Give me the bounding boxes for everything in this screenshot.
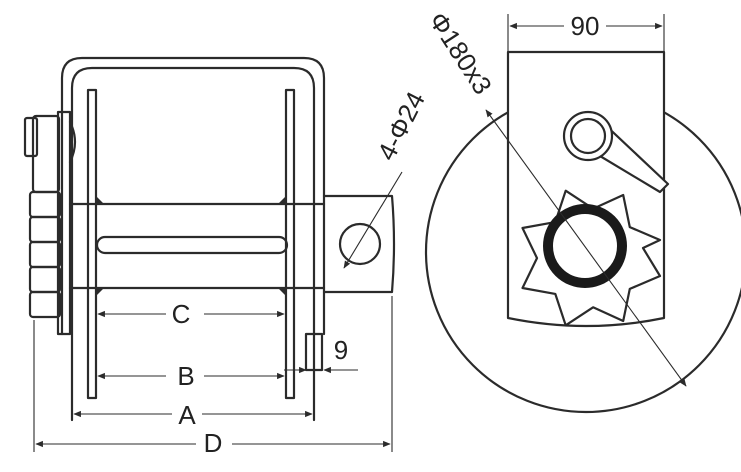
gear-stack (23, 114, 77, 319)
dim-b-label: B (177, 361, 194, 391)
wheel-diameter-label: Φ180x3 (423, 7, 498, 100)
dim-9-label: 9 (334, 335, 348, 365)
dim-d-label: D (204, 428, 223, 458)
front-dimensions (33, 171, 403, 452)
side-view (424, 50, 741, 414)
dim-a-label: A (178, 400, 196, 430)
front-view (23, 56, 396, 422)
dim-90-label: 90 (571, 11, 600, 41)
dim-c-label: C (172, 299, 191, 329)
side-dimensions (485, 14, 687, 387)
bolt-hole-label: 4-Φ24 (371, 87, 431, 165)
